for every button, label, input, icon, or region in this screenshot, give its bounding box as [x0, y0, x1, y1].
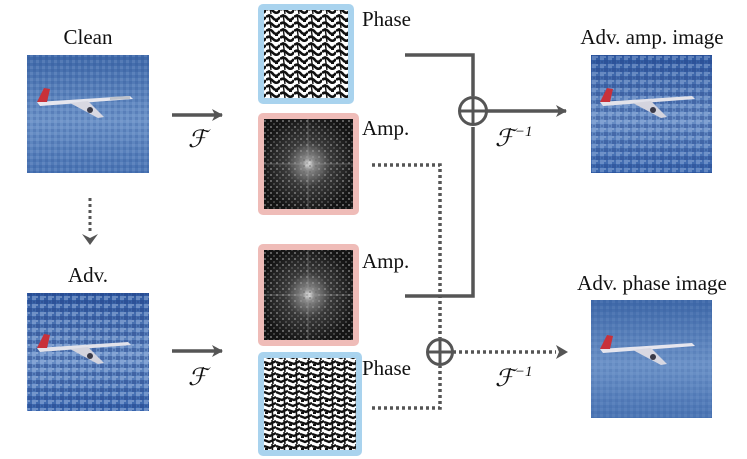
combine-top-icon: [458, 96, 488, 126]
label-adv-phase-image: Adv. phase image: [577, 271, 727, 295]
airplane-icon: [37, 88, 133, 118]
label-phase-bottom: Phase: [362, 356, 411, 380]
label-amp-bottom: Amp.: [362, 249, 409, 273]
clean-image: [27, 55, 149, 173]
label-adv: Adv.: [68, 263, 108, 287]
adv-amp-image: [591, 55, 712, 173]
amp-top-tile: [258, 113, 359, 215]
label-adv-amp-image: Adv. amp. image: [580, 25, 723, 49]
label-amp-top: Amp.: [362, 116, 409, 140]
adv-image: [27, 293, 149, 411]
adv-phase-image: [591, 300, 712, 418]
combine-bottom-icon: [426, 338, 454, 366]
phase-top-tile: [258, 4, 354, 104]
amp-bottom-tile: [258, 244, 359, 346]
arrow-clean-to-adv: [82, 198, 98, 245]
fourier-label-bottom: ℱ: [188, 365, 211, 391]
phase-bottom-tile: [258, 352, 362, 456]
dotted-connectors: [372, 163, 442, 410]
airplane-icon-phase: [600, 335, 695, 365]
solid-connectors: [405, 53, 475, 298]
inverse-fourier-label-bottom: ℱ−1: [495, 364, 533, 392]
label-phase-top: Phase: [362, 7, 411, 31]
label-clean: Clean: [64, 25, 113, 49]
inverse-fourier-label-top: ℱ−1: [495, 124, 533, 152]
airplane-icon-amp: [600, 88, 695, 118]
inverse-arrow-bottom: [453, 345, 568, 359]
fourier-label-top: ℱ: [188, 127, 211, 153]
airplane-icon-adv: [37, 334, 131, 364]
